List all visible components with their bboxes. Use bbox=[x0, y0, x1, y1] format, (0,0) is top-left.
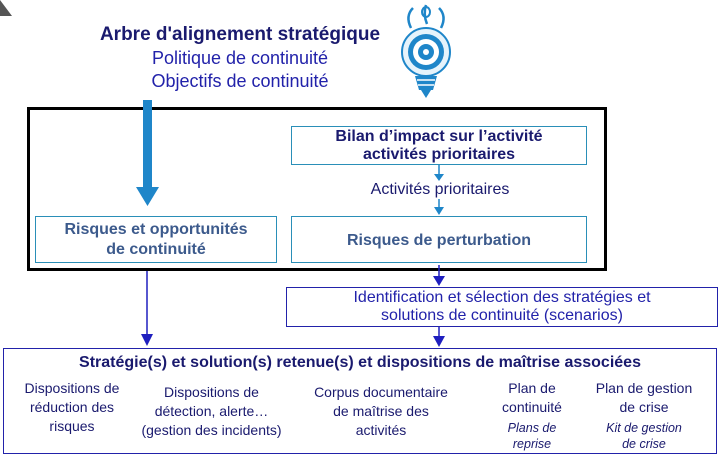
column-continuity-plan-sub: Plans de bbox=[507, 421, 557, 435]
perturbation-risks-box: Risques de perturbation bbox=[291, 216, 587, 263]
risks-opportunities-line2: de continuité bbox=[106, 241, 206, 258]
column-documentation: Corpus documentaire de maîtrise des acti… bbox=[301, 383, 461, 440]
retained-strategy-title: Stratégie(s) et solution(s) retenue(s) e… bbox=[79, 354, 641, 371]
column-continuity-plan-sub: reprise bbox=[512, 437, 552, 451]
column-crisis-plan-sub: Kit de gestion bbox=[606, 421, 682, 435]
priority-activities-label: Activités prioritaires bbox=[370, 181, 510, 198]
arrow-label-to-perturbation-head bbox=[434, 207, 444, 215]
column-documentation-line: activités bbox=[355, 422, 407, 438]
strategy-identification-box: Identification et sélection des stratégi… bbox=[286, 287, 718, 327]
column-crisis-plan-line: de crise bbox=[619, 399, 669, 415]
column-detection-line: détection, alerte… bbox=[154, 403, 269, 419]
header-line-policy: Politique de continuité bbox=[151, 48, 329, 68]
column-continuity-plan: Plan de continuité Plans de reprise bbox=[482, 379, 582, 452]
risks-opportunities-box: Risques et opportunités de continuité bbox=[35, 216, 277, 263]
column-risk-reduction: Dispositions de réduction des risques bbox=[7, 379, 137, 436]
column-crisis-plan: Plan de gestion de crise Kit de gestion … bbox=[584, 379, 704, 452]
perturbation-risks-label: Risques de perturbation bbox=[346, 232, 532, 249]
column-risk-reduction-line: risques bbox=[49, 418, 95, 434]
strategy-identification-line1: Identification et sélection des stratégi… bbox=[353, 289, 651, 306]
arrow-identification-to-bottom-head bbox=[433, 336, 445, 347]
column-documentation-line: Corpus documentaire bbox=[314, 384, 448, 400]
column-continuity-plan-line: Plan de bbox=[508, 380, 556, 396]
arrow-perturbation-to-identification-head bbox=[433, 276, 445, 286]
strategy-identification-line2: solutions de continuité (scenarios) bbox=[381, 307, 623, 324]
impact-analysis-box: Bilan d’impact sur l’activité activités … bbox=[291, 126, 587, 165]
header-line-objectives: Objectifs de continuité bbox=[151, 71, 329, 91]
retained-strategy-box: Stratégie(s) et solution(s) retenue(s) e… bbox=[3, 348, 717, 454]
analysis-frame bbox=[27, 107, 607, 271]
arrow-risks-to-bottom-head bbox=[141, 334, 153, 346]
risks-opportunities-line1: Risques et opportunités bbox=[64, 221, 248, 238]
column-risk-reduction-line: Dispositions de bbox=[24, 380, 120, 396]
arrow-impact-to-label-head bbox=[434, 174, 444, 181]
column-documentation-line: de maîtrise des bbox=[333, 403, 429, 419]
corner-pointer-icon bbox=[0, 0, 14, 18]
column-crisis-plan-line: Plan de gestion bbox=[595, 380, 693, 396]
thick-arrow-head bbox=[136, 187, 159, 206]
column-risk-reduction-line: réduction des bbox=[29, 399, 115, 415]
column-detection-line: (gestion des incidents) bbox=[141, 422, 282, 438]
column-continuity-plan-line: continuité bbox=[502, 399, 562, 415]
lightbulb-target-icon bbox=[393, 2, 459, 100]
column-detection: Dispositions de détection, alerte… (gest… bbox=[129, 383, 294, 440]
impact-analysis-line2: activités prioritaires bbox=[362, 146, 516, 163]
diagram-title: Arbre d'alignement stratégique bbox=[99, 24, 381, 45]
thick-arrow-shaft bbox=[143, 100, 152, 188]
column-crisis-plan-sub: de crise bbox=[622, 437, 666, 451]
impact-analysis-line1: Bilan d’impact sur l’activité bbox=[335, 128, 543, 145]
column-detection-line: Dispositions de bbox=[164, 384, 259, 400]
